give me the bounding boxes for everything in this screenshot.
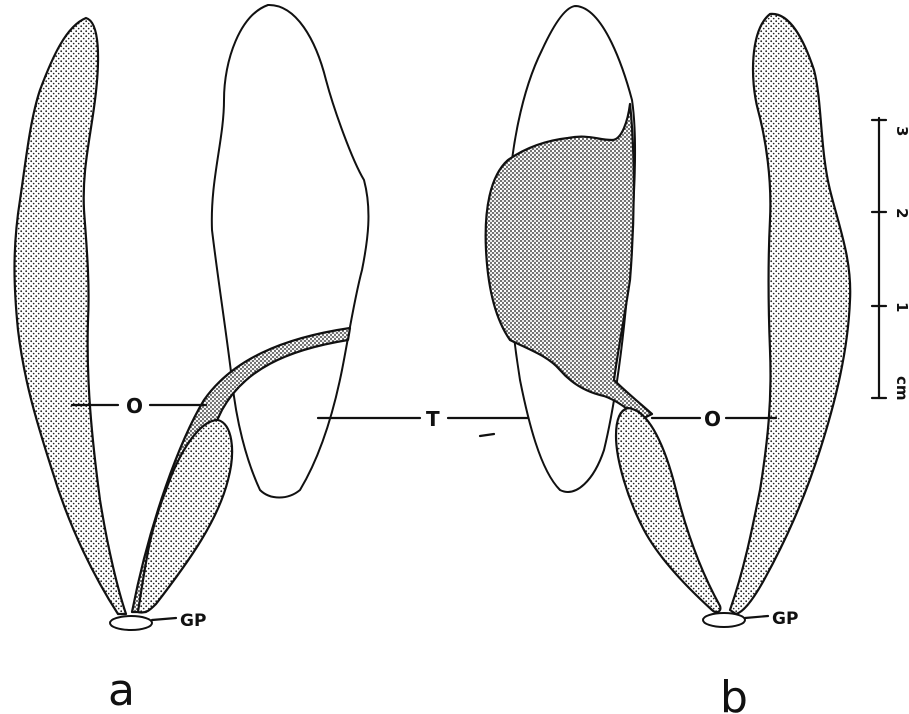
panel-a-lower-lobe xyxy=(138,420,232,613)
testis-label-group: T xyxy=(318,407,536,436)
testis-label: T xyxy=(426,407,440,431)
scale-bar: 3 2 1 cm xyxy=(872,118,909,401)
scale-tick-2: 2 xyxy=(893,208,909,218)
panel-b-lower-lobe xyxy=(616,408,720,612)
scale-tick-3: 3 xyxy=(893,126,909,136)
panel-a-testis xyxy=(212,5,369,498)
panel-b-lobe xyxy=(486,104,652,420)
panel-a: GP O a xyxy=(15,5,369,714)
panel-a-ovary-label: O xyxy=(126,394,143,418)
panel-b-ovary-label: O xyxy=(704,407,721,431)
panel-b: GP O b xyxy=(486,6,851,714)
panel-a-label: a xyxy=(108,665,135,714)
panel-a-genital-pore xyxy=(110,616,152,630)
panel-b-gp-label: GP xyxy=(772,609,798,629)
panel-b-ovary xyxy=(730,14,850,614)
panel-a-gp-label: GP xyxy=(180,611,206,631)
scale-unit: cm xyxy=(893,376,909,401)
panel-b-genital-pore xyxy=(703,613,745,627)
panel-b-label: b xyxy=(720,672,748,714)
scale-tick-1: 1 xyxy=(893,302,909,312)
panel-a-ovary xyxy=(15,18,127,614)
